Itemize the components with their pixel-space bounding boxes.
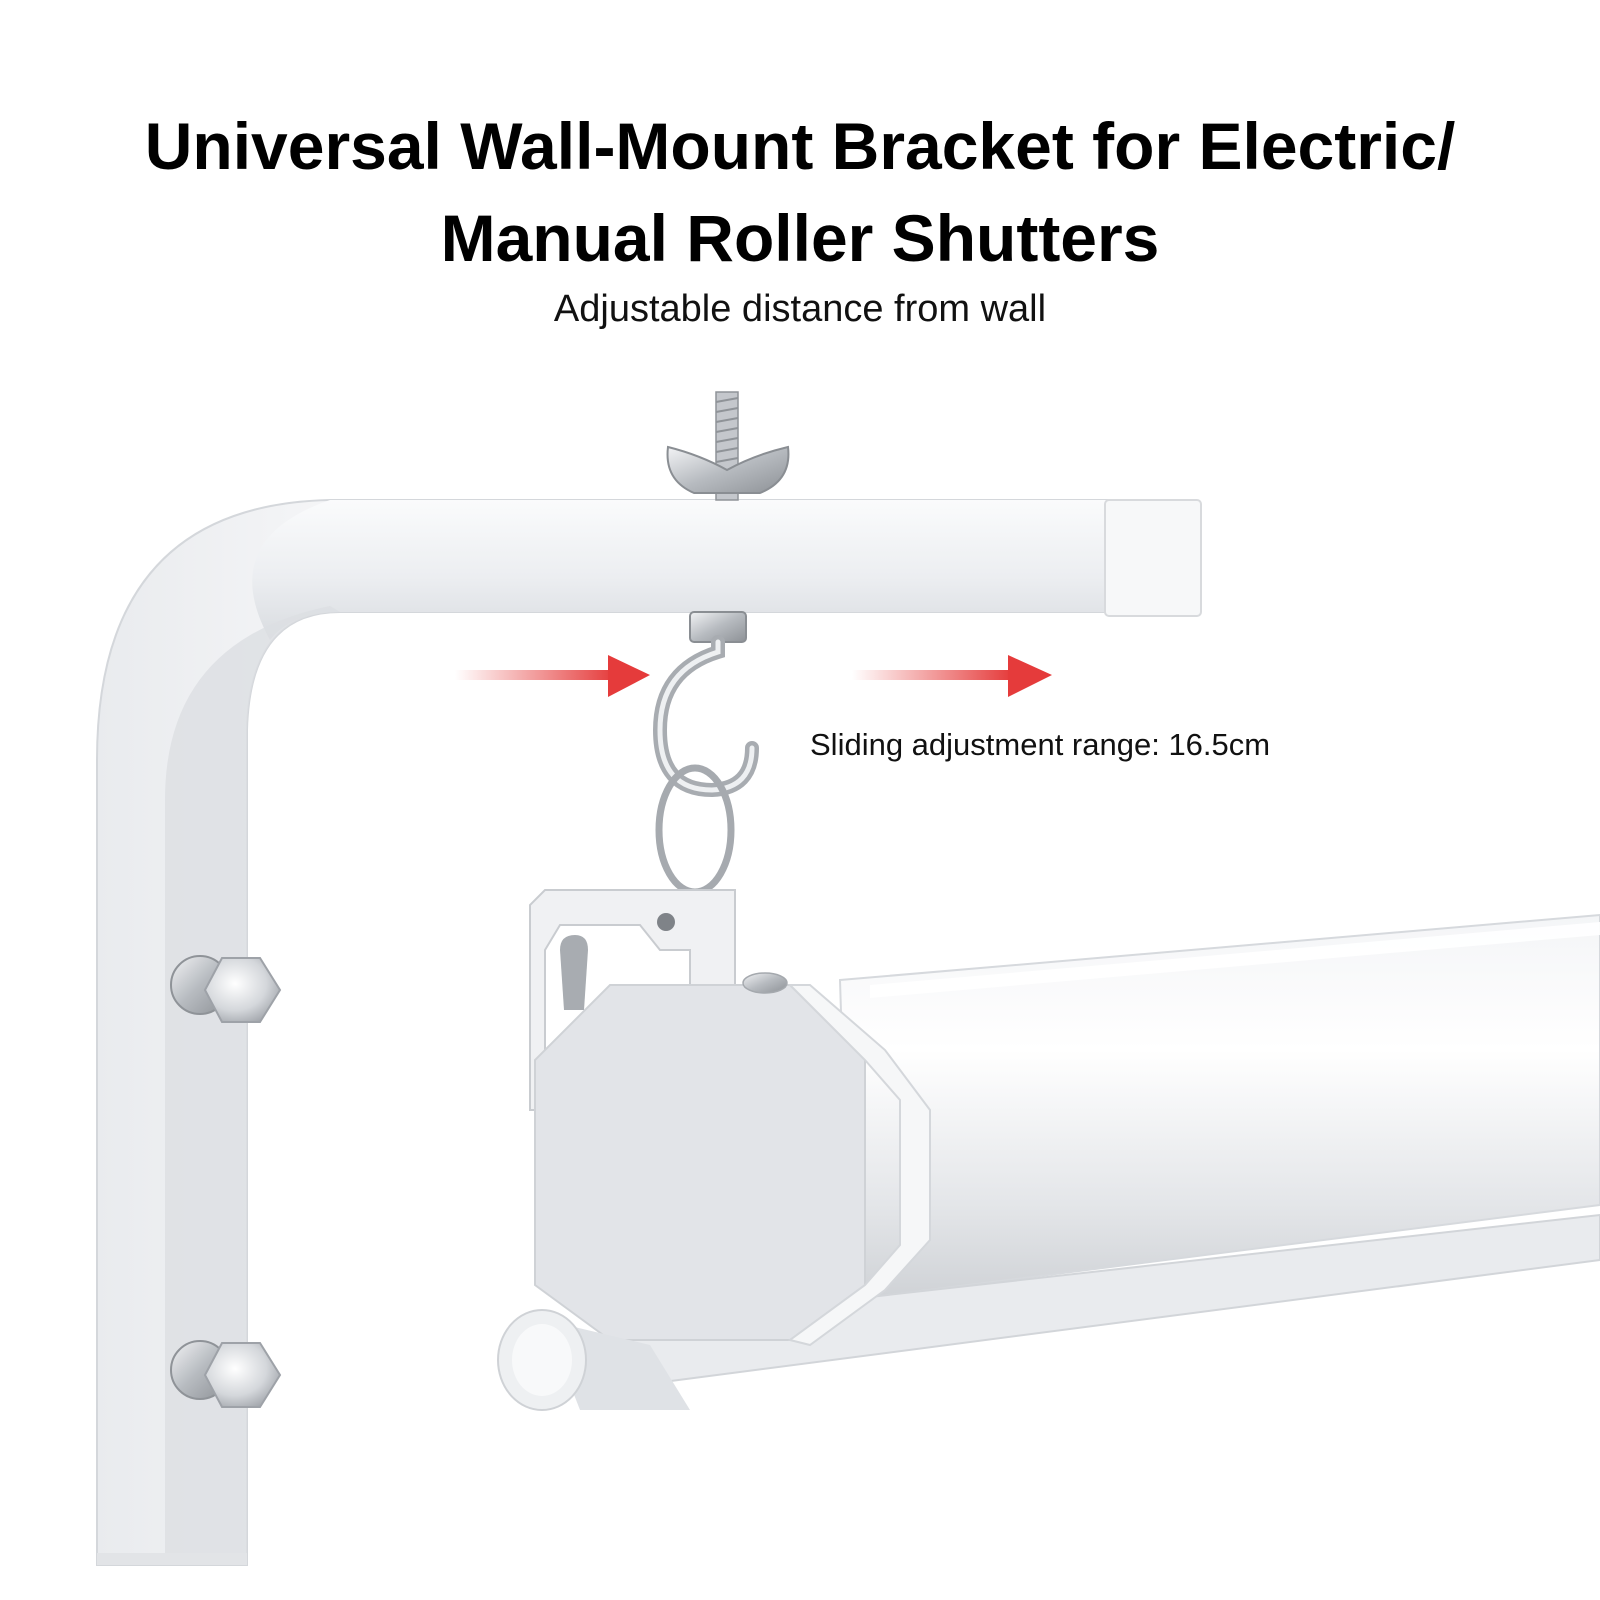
wing-nut (666, 391, 790, 501)
bracket-bottom-cap (97, 1553, 247, 1565)
arrow-right (852, 655, 1052, 697)
bracket-top-face (252, 500, 1111, 640)
sliding-range-label: Sliding adjustment range: 16.5cm (810, 727, 1271, 762)
l-bracket (96, 499, 1202, 1566)
plate-hole (657, 913, 675, 931)
bracket-end-cap (1104, 499, 1202, 617)
adjustment-arrows (455, 655, 1052, 697)
roller-knob (497, 1309, 690, 1411)
bracket-inner-shadow (165, 606, 340, 1565)
product-subtitle: Adjustable distance from wall (553, 288, 1047, 330)
pivot-screw (742, 972, 788, 994)
product-title: Universal Wall-Mount Bracket for Electri… (0, 100, 1600, 284)
title-line-1: Universal Wall-Mount Bracket for Electri… (144, 109, 1456, 183)
roller-end-bracket (529, 889, 931, 1347)
title-line-2: Manual Roller Shutters (440, 201, 1160, 275)
hex-bolt-upper (170, 955, 282, 1023)
sliding-hook (652, 611, 759, 896)
arrow-left (455, 655, 650, 697)
octagon-cap (534, 984, 866, 1341)
hex-bolt-lower (170, 1340, 282, 1408)
roller-tube (618, 913, 1600, 1387)
keyhole-slot (560, 935, 588, 1010)
